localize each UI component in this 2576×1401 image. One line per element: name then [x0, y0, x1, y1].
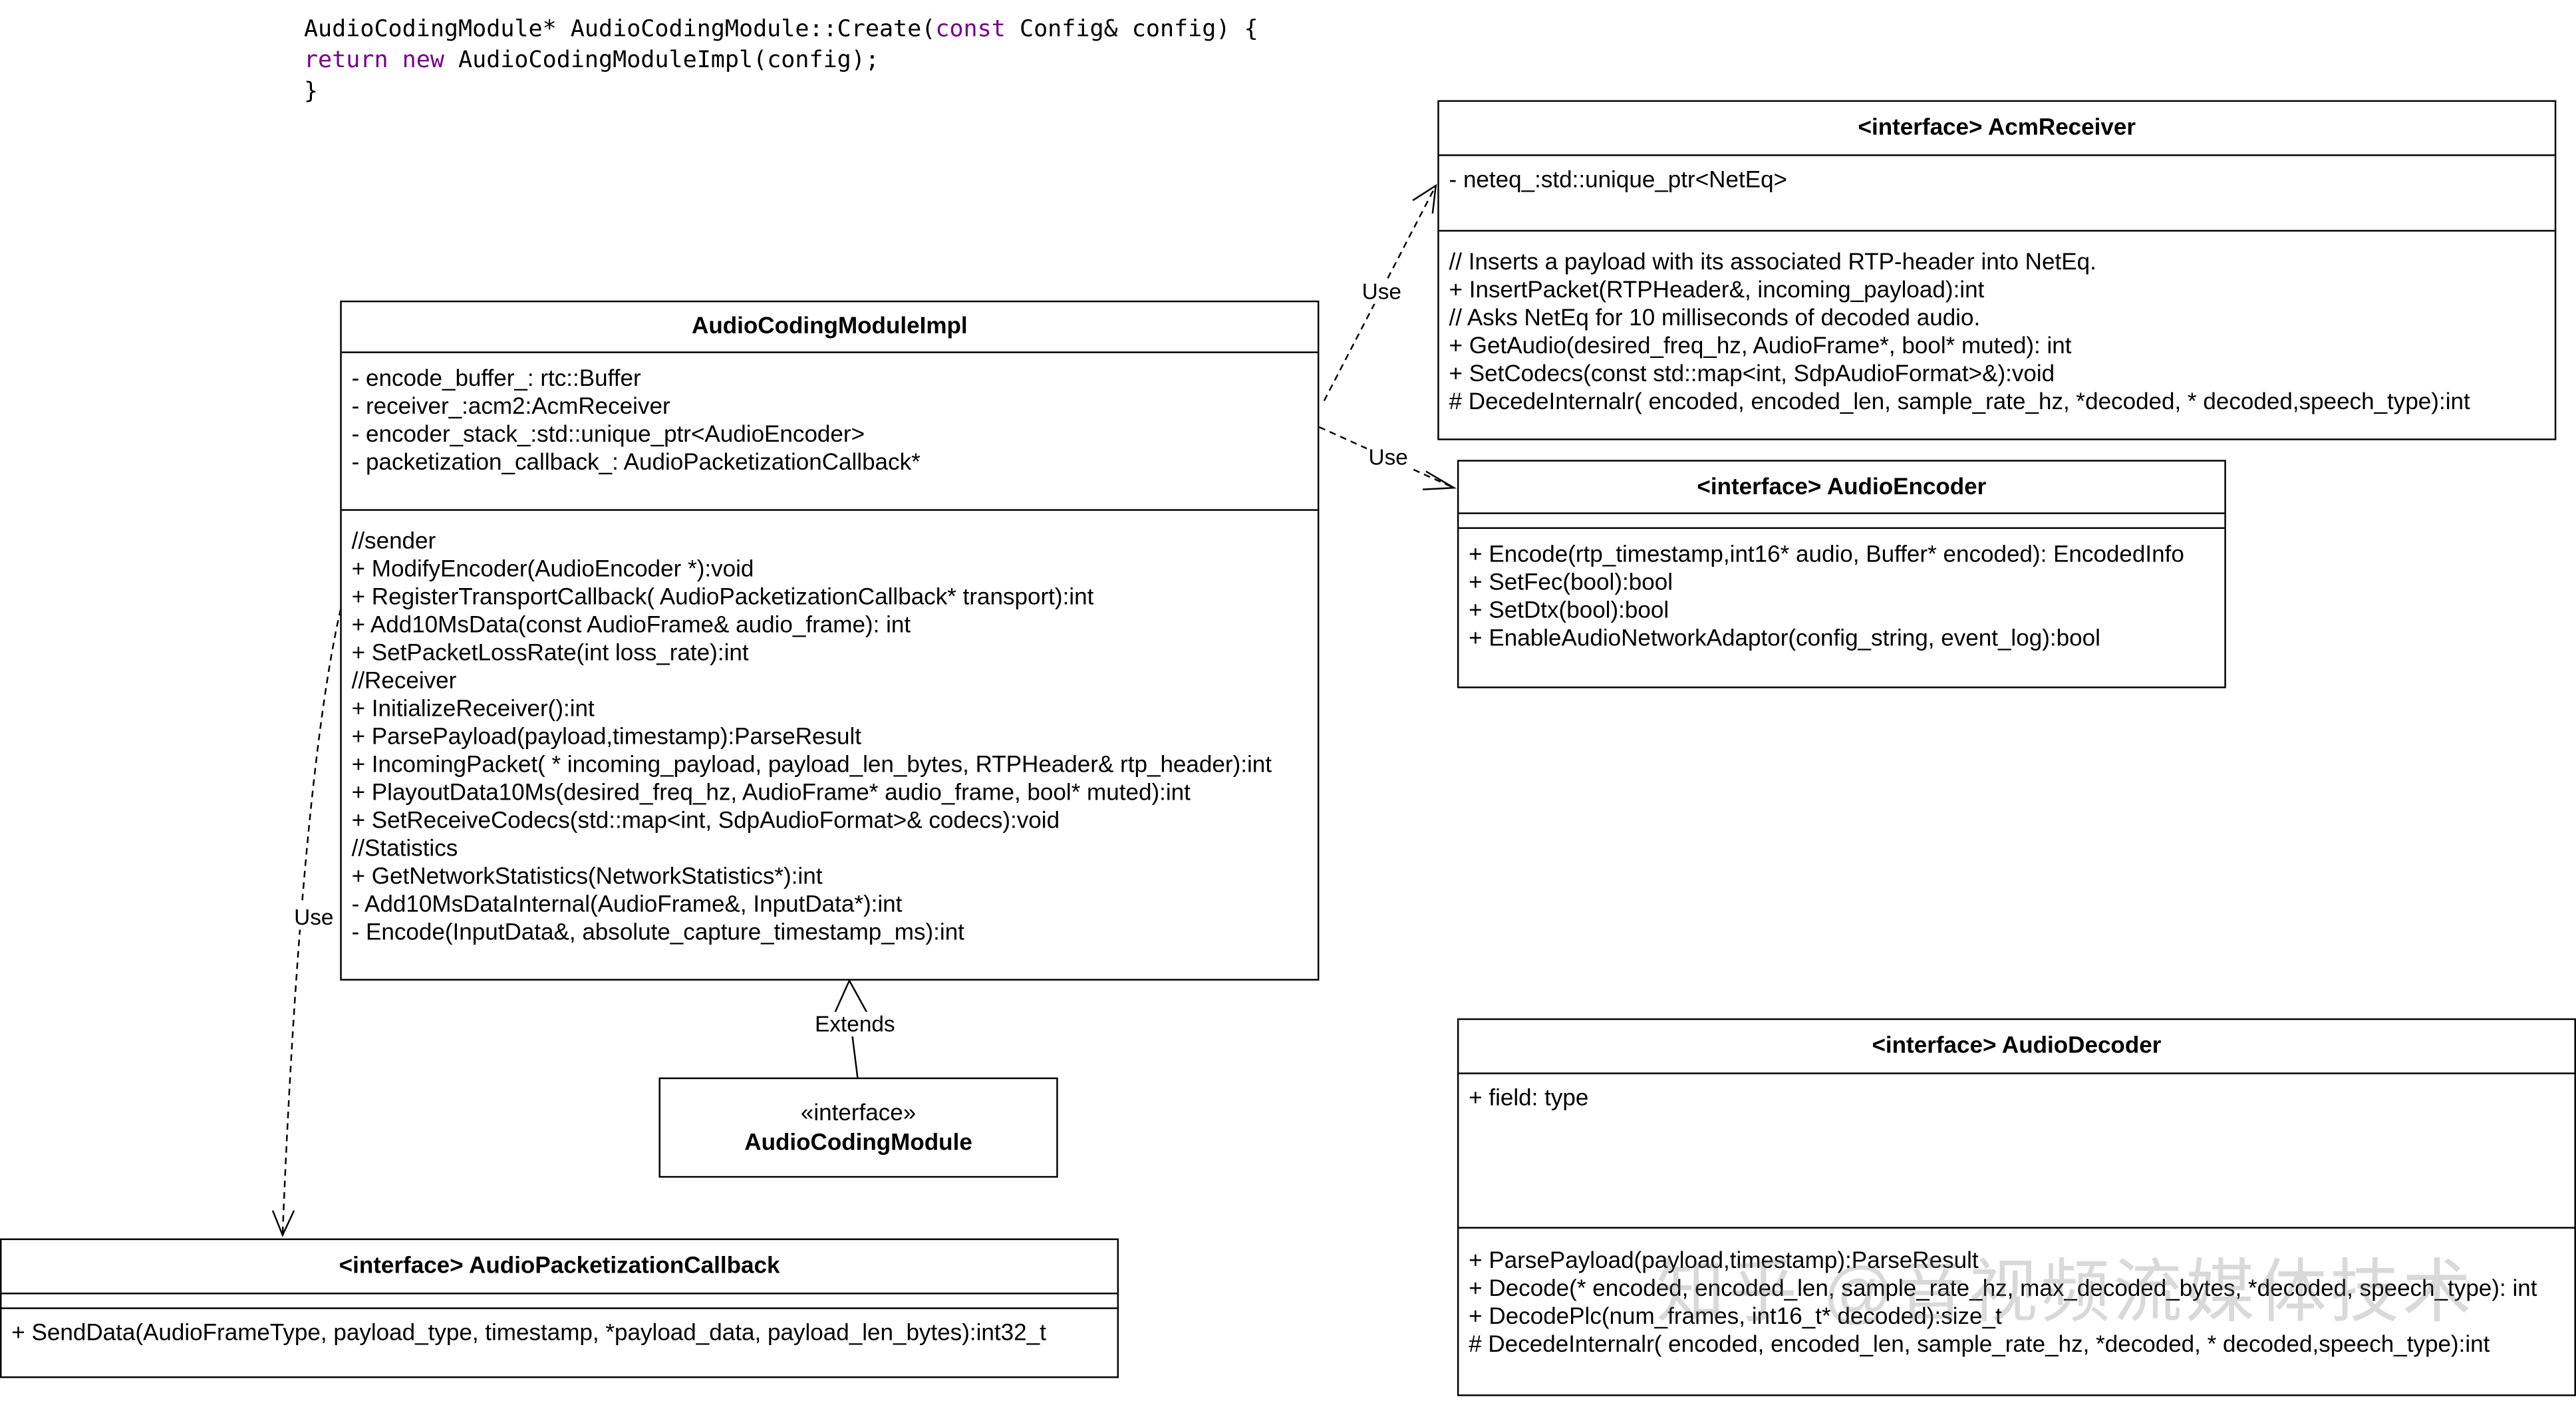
methods-section: // Inserts a payload with its associated… [1439, 249, 2555, 417]
section-divider [1, 1307, 1117, 1309]
use-label-callback: Use [292, 905, 335, 930]
method: + IncomingPacket( * incoming_payload, pa… [351, 752, 1272, 779]
code-keyword: new [402, 47, 444, 75]
code-keyword: return [303, 47, 388, 75]
attribute: - packetization_callback_: AudioPacketiz… [351, 450, 921, 477]
class-audio-packetization-callback: <interface> AudioPacketizationCallback +… [0, 1238, 1119, 1378]
method: + GetAudio(desired_freq_hz, AudioFrame*,… [1449, 333, 2072, 360]
class-acm-receiver: <interface> AcmReceiver - neteq_:std::un… [1437, 100, 2557, 440]
method: + EnableAudioNetworkAdaptor(config_strin… [1469, 625, 2100, 653]
watermark: 知乎 @音视频流媒体技术 [1655, 1253, 2475, 1330]
class-title: <interface> AudioDecoder [1459, 1020, 2575, 1074]
class-audio-coding-module-impl: AudioCodingModuleImpl - encode_buffer_: … [340, 300, 1320, 981]
methods-section: //sender + ModifyEncoder(AudioEncoder *)… [342, 529, 1318, 948]
use-edge-callback [281, 597, 345, 1235]
class-title: <interface> AudioEncoder [1459, 462, 2225, 514]
extends-edge-arrowhead [833, 979, 869, 1014]
section-divider [1459, 527, 2225, 530]
use-edge-encoder-arrowhead [1422, 470, 1457, 490]
method: + SetCodecs(const std::map<int, SdpAudio… [1449, 361, 2055, 388]
class-title: <interface> AcmReceiver [1439, 102, 2555, 156]
attribute: + field: type [1469, 1086, 1589, 1112]
method: //Statistics [351, 836, 458, 863]
code-snippet: AudioCodingModule* AudioCodingModule::Cr… [304, 15, 1258, 108]
attribute: - encoder_stack_:std::unique_ptr<AudioEn… [351, 422, 865, 449]
method: + SetPacketLossRate(int loss_rate):int [351, 640, 749, 667]
method: + ParsePayload(payload,timestamp):ParseR… [1469, 1248, 1979, 1275]
method: + Add10MsData(const AudioFrame& audio_fr… [351, 612, 911, 639]
method: + PlayoutData10Ms(desired_freq_hz, Audio… [351, 780, 1191, 807]
code-line-1: AudioCodingModule* AudioCodingModule::Cr… [303, 16, 1258, 43]
method: + ModifyEncoder(AudioEncoder *):void [351, 556, 754, 583]
class-audio-encoder: <interface> AudioEncoder + Encode(rtp_ti… [1457, 460, 2226, 689]
class-title: <interface> AudioPacketizationCallback [1, 1240, 1117, 1295]
method: - Encode(InputData&, absolute_capture_ti… [351, 919, 964, 947]
use-edge-callback-arrowhead [271, 1210, 295, 1237]
method: + SetReceiveCodecs(std::map<int, SdpAudi… [351, 808, 1060, 835]
class-audio-decoder: <interface> AudioDecoder + field: type +… [1457, 1018, 2576, 1396]
attributes-section: + field: type [1459, 1086, 2574, 1114]
methods-section: + Encode(rtp_timestamp,int16* audio, Buf… [1459, 542, 2224, 654]
section-divider [1439, 230, 2555, 232]
section-divider [1459, 1227, 2575, 1229]
code-keyword: const [935, 16, 1006, 43]
methods-section: + SendData(AudioFrameType, payload_type,… [1, 1321, 1117, 1348]
attribute: - receiver_:acm2:AcmReceiver [351, 394, 670, 421]
method: + ParsePayload(payload,timestamp):ParseR… [351, 724, 862, 751]
method: - Add10MsDataInternal(AudioFrame&, Input… [351, 891, 903, 919]
extends-label: Extends [813, 1011, 897, 1036]
method: + Encode(rtp_timestamp,int16* audio, Buf… [1469, 542, 2184, 569]
method: + InsertPacket(RTPHeader&, incoming_payl… [1449, 277, 1985, 304]
method: # DecedeInternalr( encoded, encoded_len,… [1449, 389, 2470, 416]
code-line-3: } [303, 78, 319, 106]
method: + GetNetworkStatistics(NetworkStatistics… [351, 863, 823, 891]
use-edge-receiver-arrowhead [1412, 184, 1437, 214]
attributes-section: - neteq_:std::unique_ptr<NetEq> [1439, 168, 2555, 196]
method: + RegisterTransportCallback( AudioPacket… [351, 584, 1094, 611]
methods-section: + ParsePayload(payload,timestamp):ParseR… [1459, 1248, 2574, 1360]
method: + SendData(AudioFrameType, payload_type,… [11, 1321, 1046, 1347]
method: // Inserts a payload with its associated… [1449, 249, 2096, 276]
class-title: AudioCodingModule [744, 1130, 972, 1157]
method: + SetDtx(bool):bool [1469, 597, 1669, 625]
use-label-receiver: Use [1360, 279, 1403, 304]
class-title: AudioCodingModuleImpl [341, 302, 1318, 353]
method: + InitializeReceiver():int [351, 696, 595, 723]
method: //Receiver [351, 668, 457, 695]
attributes-section: - encode_buffer_: rtc::Buffer - receiver… [342, 367, 1318, 478]
method: + SetFec(bool):bool [1469, 569, 1673, 597]
method: + DecodePlc(num_frames, int16_t* decoded… [1469, 1304, 2002, 1330]
section-divider [341, 509, 1318, 511]
method: # DecedeInternalr( encoded, encoded_len,… [1469, 1332, 2490, 1358]
code-line-2: return new AudioCodingModuleImpl(config)… [303, 47, 879, 75]
stereotype-label: «interface» [800, 1100, 917, 1127]
method: // Asks NetEq for 10 milliseconds of dec… [1449, 305, 1981, 332]
use-label-encoder: Use [1367, 445, 1410, 470]
attribute: - encode_buffer_: rtc::Buffer [351, 366, 641, 393]
method: + Decode(* encoded, encoded_len, sample_… [1469, 1276, 2537, 1303]
class-audio-coding-module: «interface» AudioCodingModule [658, 1077, 1058, 1178]
attribute: - neteq_:std::unique_ptr<NetEq> [1449, 167, 1788, 194]
method: //sender [351, 529, 436, 555]
